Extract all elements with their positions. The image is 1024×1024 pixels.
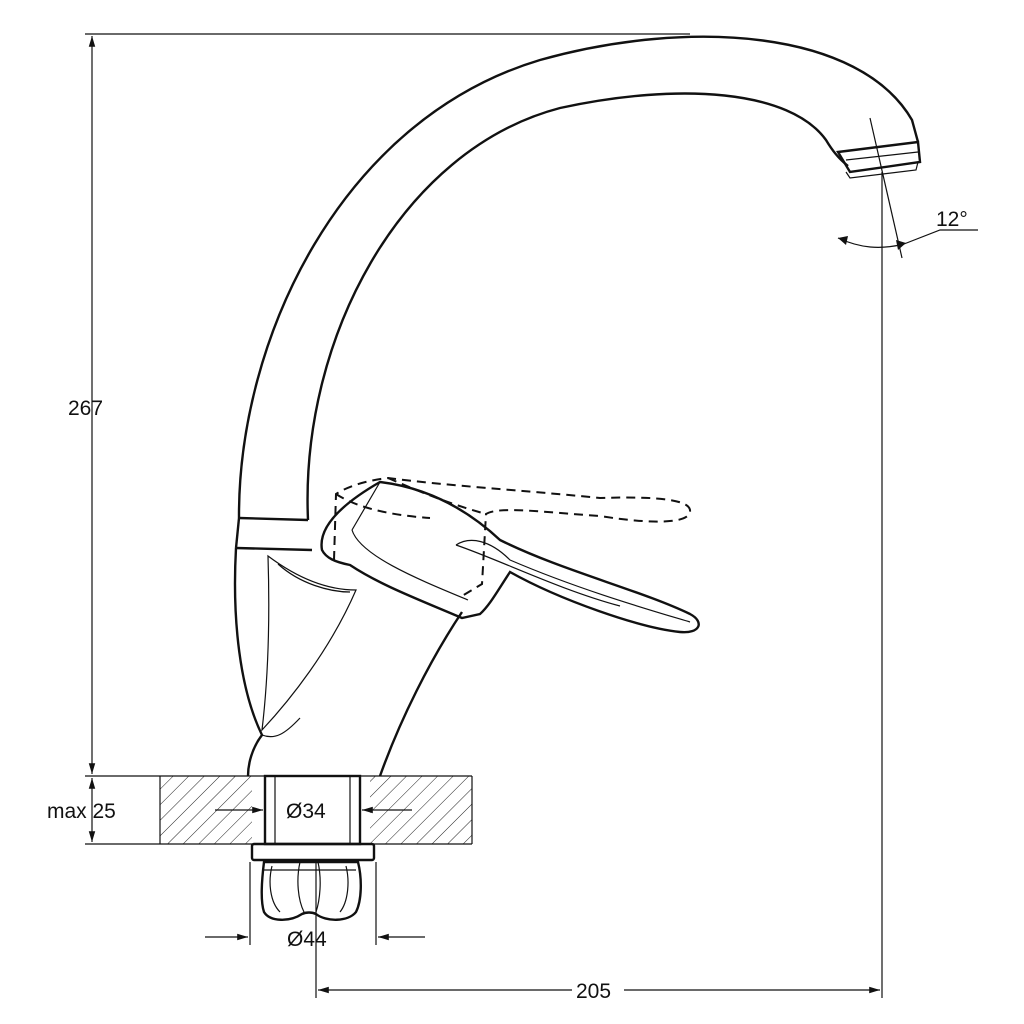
spout-angle-dimension: 12° xyxy=(837,117,978,259)
reach-label: 205 xyxy=(576,980,611,1003)
mount-hole-label: Ø34 xyxy=(286,800,326,823)
faucet-body xyxy=(233,516,463,777)
hole-diameter-dimension: Ø34 xyxy=(215,800,412,823)
spout-angle-label: 12° xyxy=(936,208,968,231)
height-dimension: 267 xyxy=(68,33,690,777)
countertop-thickness-dimension: max 25 xyxy=(47,778,160,845)
lever-handle-alternate-position xyxy=(333,476,692,597)
reach-dimension: 205 xyxy=(315,172,883,1003)
lever-handle xyxy=(320,480,700,634)
height-label: 267 xyxy=(68,397,103,420)
base-diameter-dimension: Ø44 xyxy=(205,862,425,951)
max-thickness-label: max 25 xyxy=(47,800,116,823)
base-diameter-label: Ø44 xyxy=(287,928,327,951)
mounting-nut xyxy=(250,842,376,921)
spout xyxy=(237,35,922,521)
